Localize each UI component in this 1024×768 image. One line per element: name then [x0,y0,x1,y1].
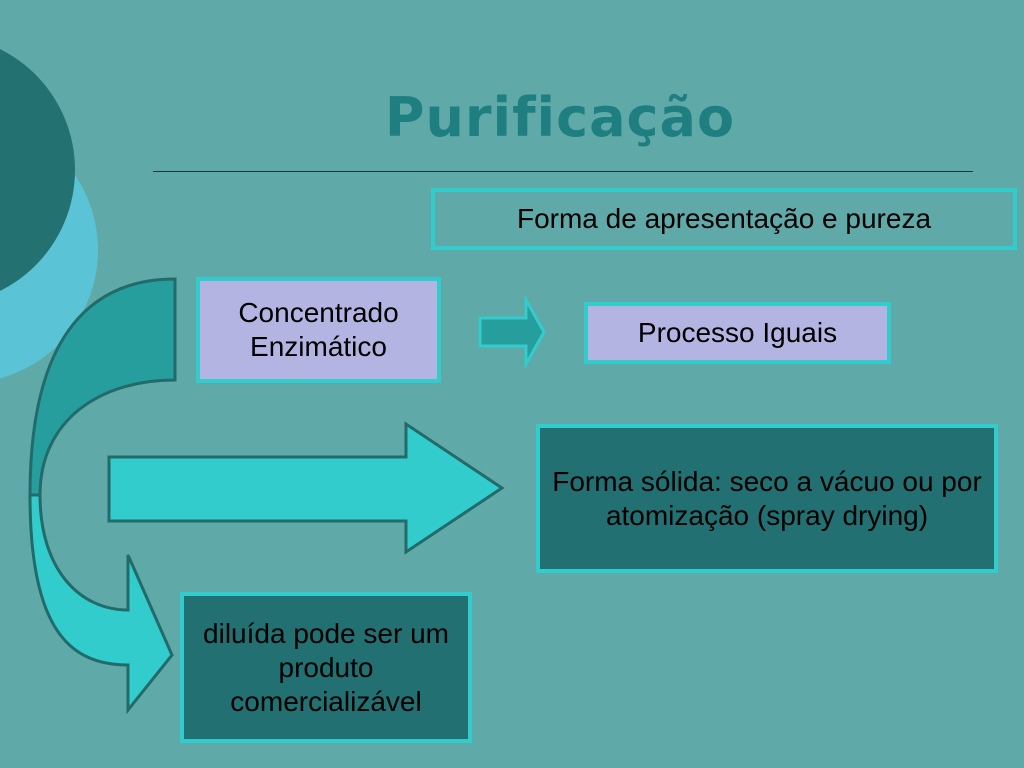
large-right-arrow-icon [107,421,505,555]
decorative-circle-dark [0,49,75,291]
box-diluida-text: diluída pode ser um produto comercializá… [203,617,449,717]
title-divider [153,171,973,172]
box-forma-solida: Forma sólida: seco a vácuo ou por atomiz… [536,424,998,573]
slide-title: Purificação [384,86,736,149]
box-forma-apresentacao-text: Forma de apresentação e pureza [516,203,932,234]
box-concentrado: Concentrado Enzimático [196,277,441,383]
curved-arrow-icon [28,493,174,715]
box-concentrado-text: Concentrado Enzimático [238,297,399,362]
box-processo-iguais-text: Processo Iguais [637,317,838,348]
box-forma-apresentacao: Forma de apresentação e pureza [431,188,1017,250]
box-diluida: diluída pode ser um produto comercializá… [180,592,472,743]
box-forma-solida-text: Forma sólida: seco a vácuo ou por atomiz… [552,465,982,531]
small-right-arrow-icon [478,294,546,370]
box-processo-iguais: Processo Iguais [584,302,891,364]
